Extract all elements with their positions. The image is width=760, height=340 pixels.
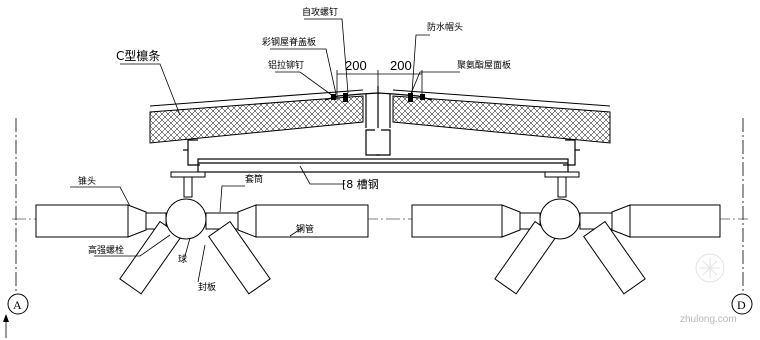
axis-label-right: D [737,298,746,312]
label-c-purlin: C型檩条 [116,48,160,63]
axis-marker-left: A [3,293,29,338]
label-ball: 球 [178,253,187,265]
watermark-text: zhulong.com [680,314,737,325]
label-cone-head: 锥头 [78,175,96,187]
label-hs-bolt: 高强螺栓 [88,244,124,256]
label-channel-steel: [8 槽钢 [342,178,379,191]
watermark-logo [695,253,725,283]
bolt-ball-node-left [35,198,369,295]
axis-marker-right: D [731,293,753,315]
supports [170,171,580,198]
c-purlins [183,129,580,166]
label-steel-tube: 钢管 [296,223,314,235]
label-plate: 封板 [198,281,216,293]
label-sleeve: 套筒 [245,173,263,185]
ridge-flashing-cap [324,86,433,128]
bolt-ball-node-right [411,198,721,295]
dimension-left: 200 [345,58,367,73]
leader-lines [70,18,460,283]
dimension-lines [336,70,423,100]
channel-steel-8 [197,158,569,173]
roof-panel-left [149,89,364,144]
label-self-tapping-screw: 自攻螺钉 [302,6,338,18]
axis-label-left: A [13,298,22,312]
roof-panel-right [392,89,611,144]
label-sandwich-panel: 聚氨酯屋面板 [457,59,511,71]
label-waterproof-cap: 防水帽头 [427,21,463,33]
dimension-right: 200 [390,58,412,73]
rivets-and-screws [331,93,425,102]
label-flashing-cover: 彩钢屋脊盖板 [262,36,316,48]
label-rivet: 铝拉铆钉 [268,59,304,71]
axis-lines [15,118,744,292]
